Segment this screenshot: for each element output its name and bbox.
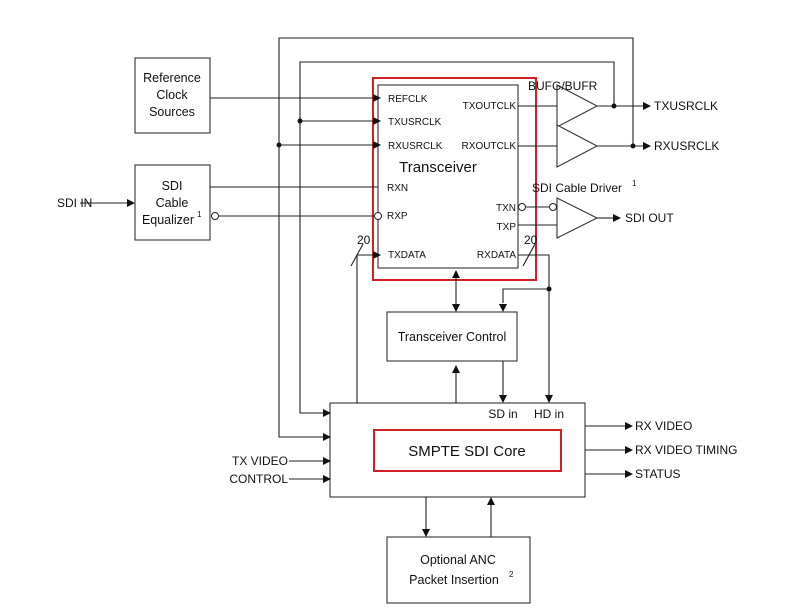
pin-rxusrclk: RXUSRCLK xyxy=(388,141,443,152)
sdi-cable-equalizer-block: SDI Cable Equalizer 1 xyxy=(134,164,211,241)
equalizer-footnote: 1 xyxy=(197,210,202,219)
bufg-label: BUFG/BUFR xyxy=(528,79,598,93)
cable-driver-footnote: 1 xyxy=(632,179,637,188)
reference-clock-label-1: Reference xyxy=(143,71,201,85)
pin-txp: TXP xyxy=(497,222,517,233)
smpte-sdi-core-block: SMPTE SDI Core SD in HD in xyxy=(329,402,586,498)
transceiver-block: Transceiver REFCLK TXUSRCLK RXUSRCLK RXN… xyxy=(372,77,537,281)
pin-rxoutclk: RXOUTCLK xyxy=(462,141,517,152)
anc-label-1: Optional ANC xyxy=(420,553,496,567)
cable-driver-label: SDI Cable Driver xyxy=(532,181,622,195)
txusrclk-output-label: TXUSRCLK xyxy=(654,99,718,113)
pin-rxdata: RXDATA xyxy=(477,250,516,261)
junctions xyxy=(211,103,636,292)
equalizer-label-2: Cable xyxy=(156,196,189,210)
sdi-in-label: SDI IN xyxy=(57,196,92,210)
pin-rxn: RXN xyxy=(387,183,408,194)
transceiver-control-label: Transceiver Control xyxy=(398,330,507,344)
status-label: STATUS xyxy=(635,467,681,481)
hd-in-label: HD in xyxy=(534,407,564,421)
transceiver-title: Transceiver xyxy=(399,159,477,176)
transceiver-highlight xyxy=(372,77,537,281)
anc-insertion-block: Optional ANC Packet Insertion 2 xyxy=(386,536,531,604)
arrowheads xyxy=(127,94,651,537)
smpte-core-highlight xyxy=(373,429,562,472)
reference-clock-block: Reference Clock Sources xyxy=(134,57,211,134)
reference-clock-label-3: Sources xyxy=(149,105,195,119)
rx-bus-width: 20 xyxy=(524,233,538,247)
equalizer-label-3: Equalizer xyxy=(142,213,194,227)
rxusrclk-output-label: RXUSRCLK xyxy=(654,139,719,153)
sd-in-label: SD in xyxy=(488,407,517,421)
control-label: CONTROL xyxy=(229,472,288,486)
rx-video-label: RX VIDEO xyxy=(635,419,692,433)
tx-video-label: TX VIDEO xyxy=(232,454,288,468)
pin-txusrclk: TXUSRCLK xyxy=(388,117,442,128)
pin-txdata: TXDATA xyxy=(388,250,426,261)
equalizer-label-1: SDI xyxy=(162,179,183,193)
anc-label-2: Packet Insertion xyxy=(409,573,499,587)
anc-footnote: 2 xyxy=(509,570,514,579)
smpte-core-title: SMPTE SDI Core xyxy=(408,443,526,460)
pin-refclk: REFCLK xyxy=(388,94,428,105)
pin-txn: TXN xyxy=(496,203,516,214)
pin-txoutclk: TXOUTCLK xyxy=(463,101,517,112)
reference-clock-label-2: Clock xyxy=(156,88,188,102)
transceiver-control-block: Transceiver Control xyxy=(386,311,518,362)
wires xyxy=(80,37,643,537)
pin-rxp: RXP xyxy=(387,211,408,222)
sdi-out-label: SDI OUT xyxy=(625,211,674,225)
bufg-buffers: BUFG/BUFR xyxy=(528,79,599,168)
sdi-cable-driver: SDI Cable Driver 1 xyxy=(532,179,637,239)
rx-video-timing-label: RX VIDEO TIMING xyxy=(635,443,737,457)
tx-bus-width: 20 xyxy=(357,233,371,247)
